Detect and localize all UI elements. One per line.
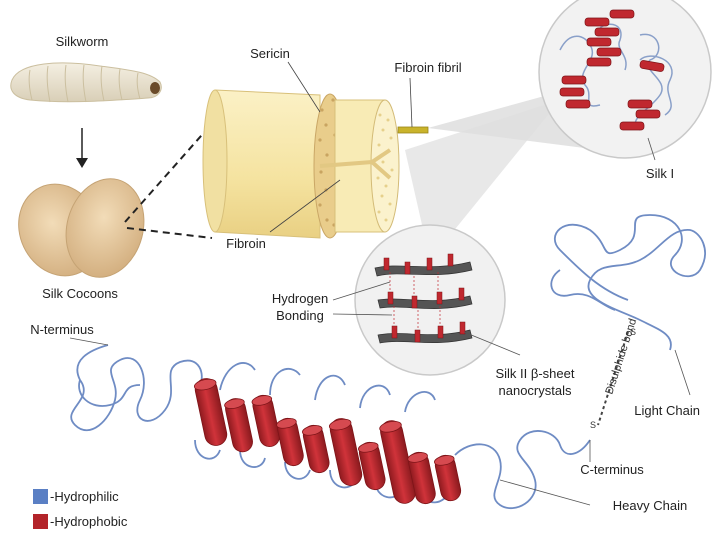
silk-ii-label-line1: Silk II β-sheet — [495, 366, 574, 381]
legend: -Hydrophilic -Hydrophobic — [33, 489, 128, 529]
disulphide-s-bottom: S — [590, 420, 596, 430]
silk-cocoons-label: Silk Cocoons — [42, 286, 118, 301]
sericin-label: Sericin — [250, 46, 290, 61]
silk-cocoons-illustration — [18, 178, 145, 278]
disulphide-bond-line — [597, 331, 629, 426]
down-arrow-icon — [76, 128, 88, 168]
legend-label-hydrophobic: -Hydrophobic — [50, 514, 128, 529]
silk-ii-label-line2: nanocrystals — [499, 383, 572, 398]
hydrogen-bonding-label-line2: Bonding — [276, 308, 324, 323]
legend-label-hydrophilic: -Hydrophilic — [50, 489, 119, 504]
fibroin-label: Fibroin — [226, 236, 266, 251]
silk-i-inset — [538, 0, 712, 161]
hydrogen-bonding-label-line1: Hydrogen — [272, 291, 328, 306]
n-terminus-label: N-terminus — [30, 322, 94, 337]
legend-swatch-hydrophobic — [33, 514, 48, 529]
heavy-chain-label: Heavy Chain — [613, 498, 687, 513]
light-chain-label: Light Chain — [634, 403, 700, 418]
hydrophobic-helices — [193, 378, 462, 505]
disulphide-s-top: S — [630, 327, 636, 337]
zoom-lines-cocoon — [124, 127, 213, 239]
silkworm-illustration — [10, 62, 162, 103]
heavy-chain-coil — [70, 344, 591, 510]
fiber-cross-section — [202, 89, 429, 239]
silk-ii-inset — [354, 224, 506, 376]
silk-i-label: Silk I — [646, 166, 674, 181]
silkworm-label: Silkworm — [56, 34, 109, 49]
disulphide-bond-label: Disulphide bond — [603, 317, 639, 396]
c-terminus-label: C-terminus — [580, 462, 644, 477]
legend-swatch-hydrophilic — [33, 489, 48, 504]
fibroin-fibril-label: Fibroin fibril — [394, 60, 461, 75]
zoom-cone-silk-ii — [405, 100, 560, 260]
light-chain-coil — [550, 214, 706, 351]
